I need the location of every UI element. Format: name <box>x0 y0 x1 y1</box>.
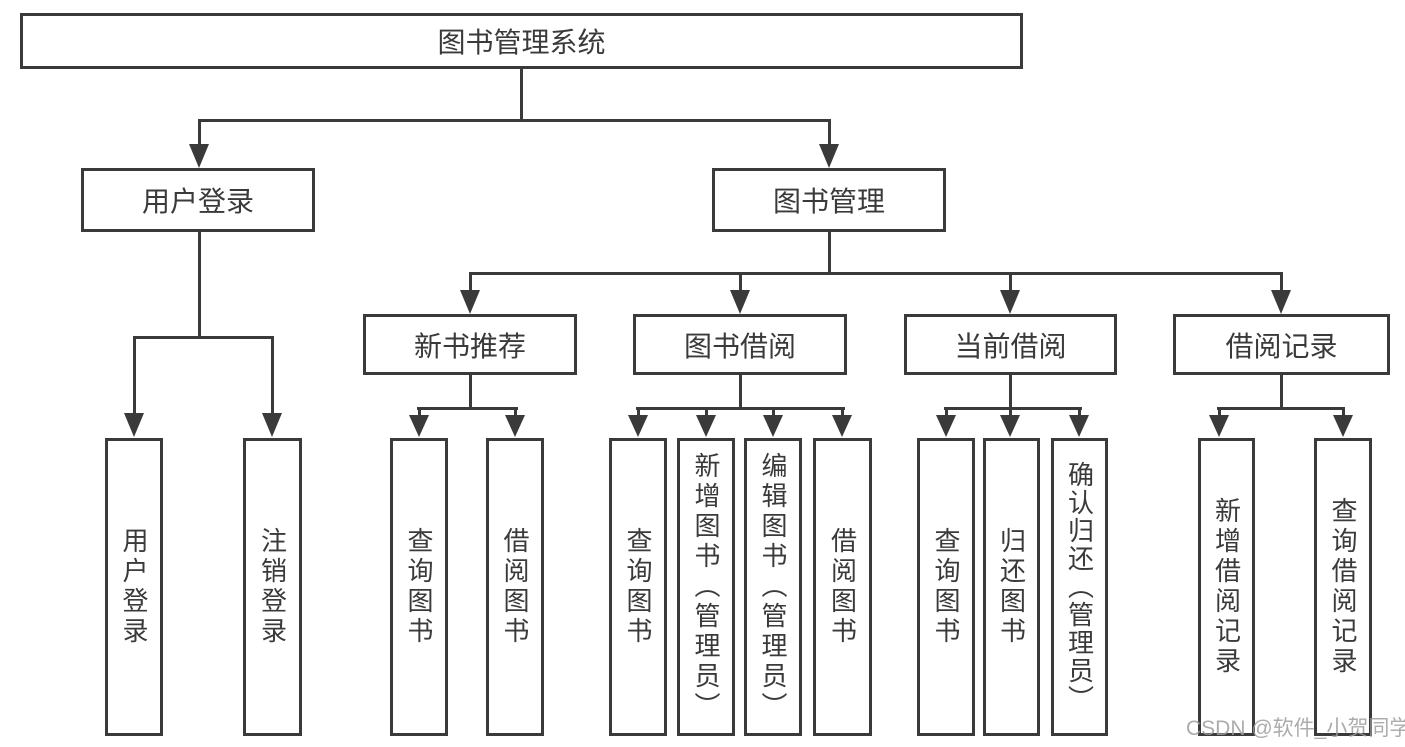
leaf-add-book-admin: 新增图书（管理员） <box>677 438 735 736</box>
connector-line <box>133 336 274 339</box>
arrowhead-down-icon <box>409 415 429 437</box>
arrowhead-down-icon <box>1000 290 1020 314</box>
connector-line <box>637 407 640 417</box>
connector-line <box>520 69 523 119</box>
node-user-login-label: 用户登录 <box>141 186 254 217</box>
leaf-add-borrow-record: 新增借阅记录 <box>1198 438 1255 736</box>
leaf-confirm-return-admin: 确认归还（管理员） <box>1051 438 1108 736</box>
connector-line <box>772 407 775 417</box>
leaf-logout: 注销登录 <box>243 438 302 736</box>
connector-line <box>469 272 1282 275</box>
connector-line <box>739 375 742 408</box>
leaf-user-login-label: 用户登录 <box>119 527 149 647</box>
arrowhead-down-icon <box>763 415 783 437</box>
connector-line <box>1217 407 1345 410</box>
arrowhead-down-icon <box>730 290 750 314</box>
leaf-edit-book-admin: 编辑图书（管理员） <box>744 438 802 736</box>
connector-line <box>828 119 831 146</box>
leaf-query-books-current-label: 查询图书 <box>931 527 961 647</box>
node-book-management-label: 图书管理 <box>772 186 885 217</box>
connector-line <box>1009 375 1012 408</box>
leaf-query-books-current: 查询图书 <box>917 438 975 736</box>
connector-line <box>945 407 948 417</box>
connector-line <box>841 407 844 417</box>
connector-line <box>1009 407 1012 417</box>
leaf-add-book-admin-label: 新增图书（管理员） <box>691 452 721 722</box>
csdn-watermark: CSDN @软件_小贺同学 <box>1186 717 1405 740</box>
connector-line <box>417 407 518 410</box>
connector-line <box>828 232 831 274</box>
connector-line <box>1280 375 1283 408</box>
leaf-borrow-books-borrow: 借阅图书 <box>813 438 872 736</box>
arrowhead-down-icon <box>460 290 480 314</box>
arrowhead-down-icon <box>262 413 282 437</box>
connector-line <box>1009 272 1012 292</box>
arrowhead-down-icon <box>832 415 852 437</box>
node-new-book-recommend-label: 新书推荐 <box>413 330 526 362</box>
connector-line <box>469 375 472 408</box>
arrowhead-down-icon <box>124 413 144 437</box>
arrowhead-down-icon <box>1271 290 1291 314</box>
node-borrow-records-label: 借阅记录 <box>1225 330 1338 362</box>
leaf-return-book-label: 归还图书 <box>996 527 1027 647</box>
arrowhead-down-icon <box>505 415 525 437</box>
leaf-borrow-books-borrow-label: 借阅图书 <box>827 527 858 647</box>
leaf-user-login: 用户登录 <box>105 438 163 736</box>
connector-line <box>1218 407 1221 417</box>
arrowhead-down-icon <box>189 144 209 168</box>
arrowhead-down-icon <box>936 415 956 437</box>
node-borrow-records: 借阅记录 <box>1173 314 1390 375</box>
connector-line <box>198 232 201 338</box>
leaf-logout-label: 注销登录 <box>257 527 288 647</box>
node-book-management: 图书管理 <box>712 168 946 232</box>
connector-line <box>469 272 472 292</box>
leaf-borrow-books-recommend: 借阅图书 <box>486 438 544 736</box>
connector-line <box>1342 407 1345 417</box>
leaf-query-books-borrow-label: 查询图书 <box>623 527 653 647</box>
leaf-return-book: 归还图书 <box>983 438 1040 736</box>
leaf-edit-book-admin-label: 编辑图书（管理员） <box>758 452 788 722</box>
root-node-library-system: 图书管理系统 <box>20 13 1023 69</box>
connector-line <box>198 119 201 146</box>
arrowhead-down-icon <box>696 415 716 437</box>
node-current-borrow: 当前借阅 <box>904 314 1117 375</box>
node-user-login: 用户登录 <box>81 168 315 232</box>
connector-line <box>636 407 845 410</box>
leaf-query-borrow-record-label: 查询借阅记录 <box>1328 497 1358 677</box>
leaf-add-borrow-record-label: 新增借阅记录 <box>1211 497 1242 677</box>
leaf-query-books-recommend: 查询图书 <box>390 438 448 736</box>
connector-line <box>739 272 742 292</box>
arrowhead-down-icon <box>1333 415 1353 437</box>
node-new-book-recommend: 新书推荐 <box>363 314 577 375</box>
node-book-borrow: 图书借阅 <box>633 314 847 375</box>
leaf-confirm-return-admin-label: 确认归还（管理员） <box>1064 461 1095 713</box>
node-book-borrow-label: 图书借阅 <box>683 330 796 362</box>
connector-line <box>271 336 274 415</box>
connector-line <box>133 336 136 415</box>
arrowhead-down-icon <box>1209 415 1229 437</box>
connector-line <box>944 407 1082 410</box>
leaf-query-books-borrow: 查询图书 <box>609 438 667 736</box>
arrowhead-down-icon <box>628 415 648 437</box>
connector-line <box>198 119 831 122</box>
connector-line <box>705 407 708 417</box>
arrowhead-down-icon <box>1069 415 1089 437</box>
arrowhead-down-icon <box>819 144 839 168</box>
connector-line <box>418 407 421 417</box>
connector-line <box>1280 272 1283 292</box>
root-node-label: 图书管理系统 <box>437 27 606 58</box>
connector-line <box>514 407 517 417</box>
arrowhead-down-icon <box>1000 415 1020 437</box>
leaf-borrow-books-recommend-label: 借阅图书 <box>500 527 530 647</box>
leaf-query-borrow-record: 查询借阅记录 <box>1314 438 1372 736</box>
node-current-borrow-label: 当前借阅 <box>954 330 1067 362</box>
connector-line <box>1078 407 1081 417</box>
leaf-query-books-recommend-label: 查询图书 <box>404 527 434 647</box>
